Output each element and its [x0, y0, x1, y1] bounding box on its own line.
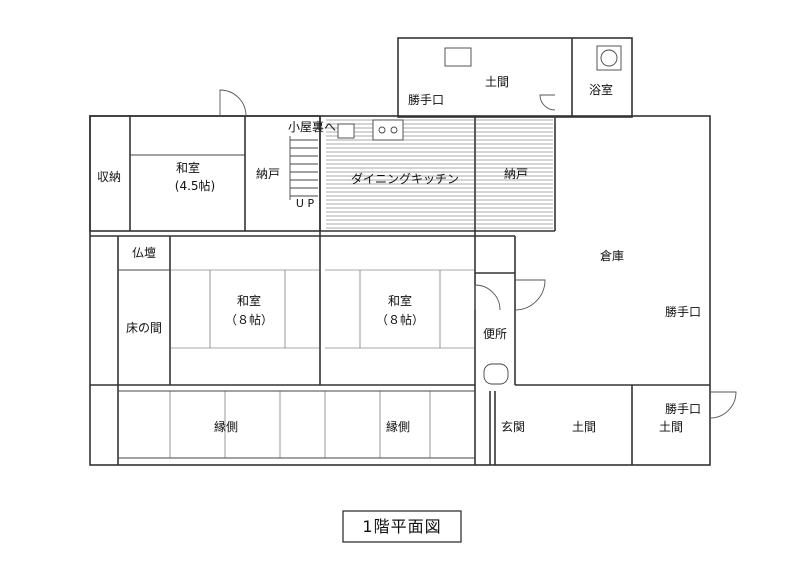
stairs	[289, 136, 318, 200]
label-washitsu-right: 和室	[388, 293, 412, 308]
label-engawa-left: 縁側	[214, 419, 238, 434]
stove-fixture	[372, 119, 404, 141]
label-katteguchi-bottom: 勝手口	[665, 401, 701, 416]
bath-drain	[600, 49, 618, 67]
label-washitsu-left-size: （８帖）	[225, 312, 273, 327]
label-genkan: 玄関	[501, 419, 525, 434]
page-title: 1階平面図	[362, 517, 441, 536]
label-washitsu-small-size: (4.5帖)	[175, 178, 215, 193]
label-washitsu-right-size: （８帖）	[376, 312, 424, 327]
label-doma-right: 土間	[659, 420, 683, 434]
plan-title: 1階平面図	[342, 510, 462, 543]
tatami-lines	[169, 269, 475, 458]
label-katteguchi-top: 勝手口	[408, 92, 444, 107]
toilet-fixture	[483, 363, 509, 385]
label-storage: 収納	[97, 170, 121, 184]
internal-walls	[90, 38, 710, 465]
label-butsudan: 仏壇	[132, 245, 156, 260]
label-doma-genkan: 土間	[572, 420, 596, 434]
room-labels: 収納 和室 (4.5帖) 納戸 小屋裏へ U P ダイニングキッチン 納戸 勝手…	[97, 75, 701, 434]
label-nando-left: 納戸	[256, 167, 280, 181]
fixtures	[337, 45, 622, 385]
burner-icon	[390, 126, 398, 134]
sink-fixture	[444, 47, 472, 67]
burner-icon	[378, 126, 386, 134]
label-attic: 小屋裏へ	[288, 119, 336, 134]
label-stairs-up: U P	[296, 197, 315, 210]
label-bath: 浴室	[589, 82, 613, 97]
label-warehouse: 倉庫	[600, 248, 624, 263]
label-engawa-right: 縁側	[386, 419, 410, 434]
label-washitsu-small: 和室	[176, 160, 200, 175]
doors	[219, 89, 737, 419]
label-dining-kitchen: ダイニングキッチン	[351, 171, 459, 186]
kitchen-counter	[337, 123, 355, 139]
label-nando-right: 納戸	[504, 167, 528, 181]
label-toilet: 便所	[483, 327, 507, 341]
label-tokonoma: 床の間	[126, 321, 162, 335]
label-katteguchi-right: 勝手口	[665, 304, 701, 319]
label-washitsu-left: 和室	[237, 293, 261, 308]
label-doma-top: 土間	[485, 75, 509, 89]
title-box	[342, 510, 462, 543]
kitchen-floor-boards	[326, 119, 553, 229]
